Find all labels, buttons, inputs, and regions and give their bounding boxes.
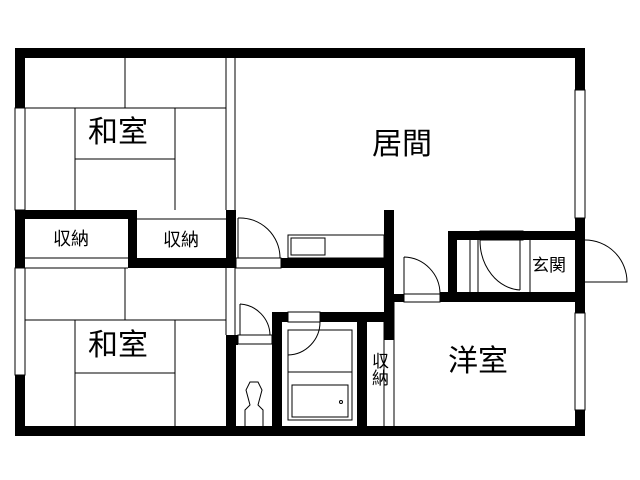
partition-lines — [14, 58, 628, 426]
walls — [15, 48, 585, 436]
room-label-shuno-vertical: 収納 — [368, 352, 388, 386]
room-label-shuno-left: 収納 — [53, 229, 89, 250]
room-label-kyoma: 居間 — [372, 127, 432, 162]
room-label-washitsu-top: 和室 — [88, 115, 148, 150]
room-label-yoshitsu: 洋室 — [448, 344, 508, 379]
room-label-genkan: 玄関 — [532, 256, 566, 276]
room-label-shuno-center: 収納 — [163, 230, 199, 251]
room-label-washitsu-bottom: 和室 — [88, 328, 148, 363]
